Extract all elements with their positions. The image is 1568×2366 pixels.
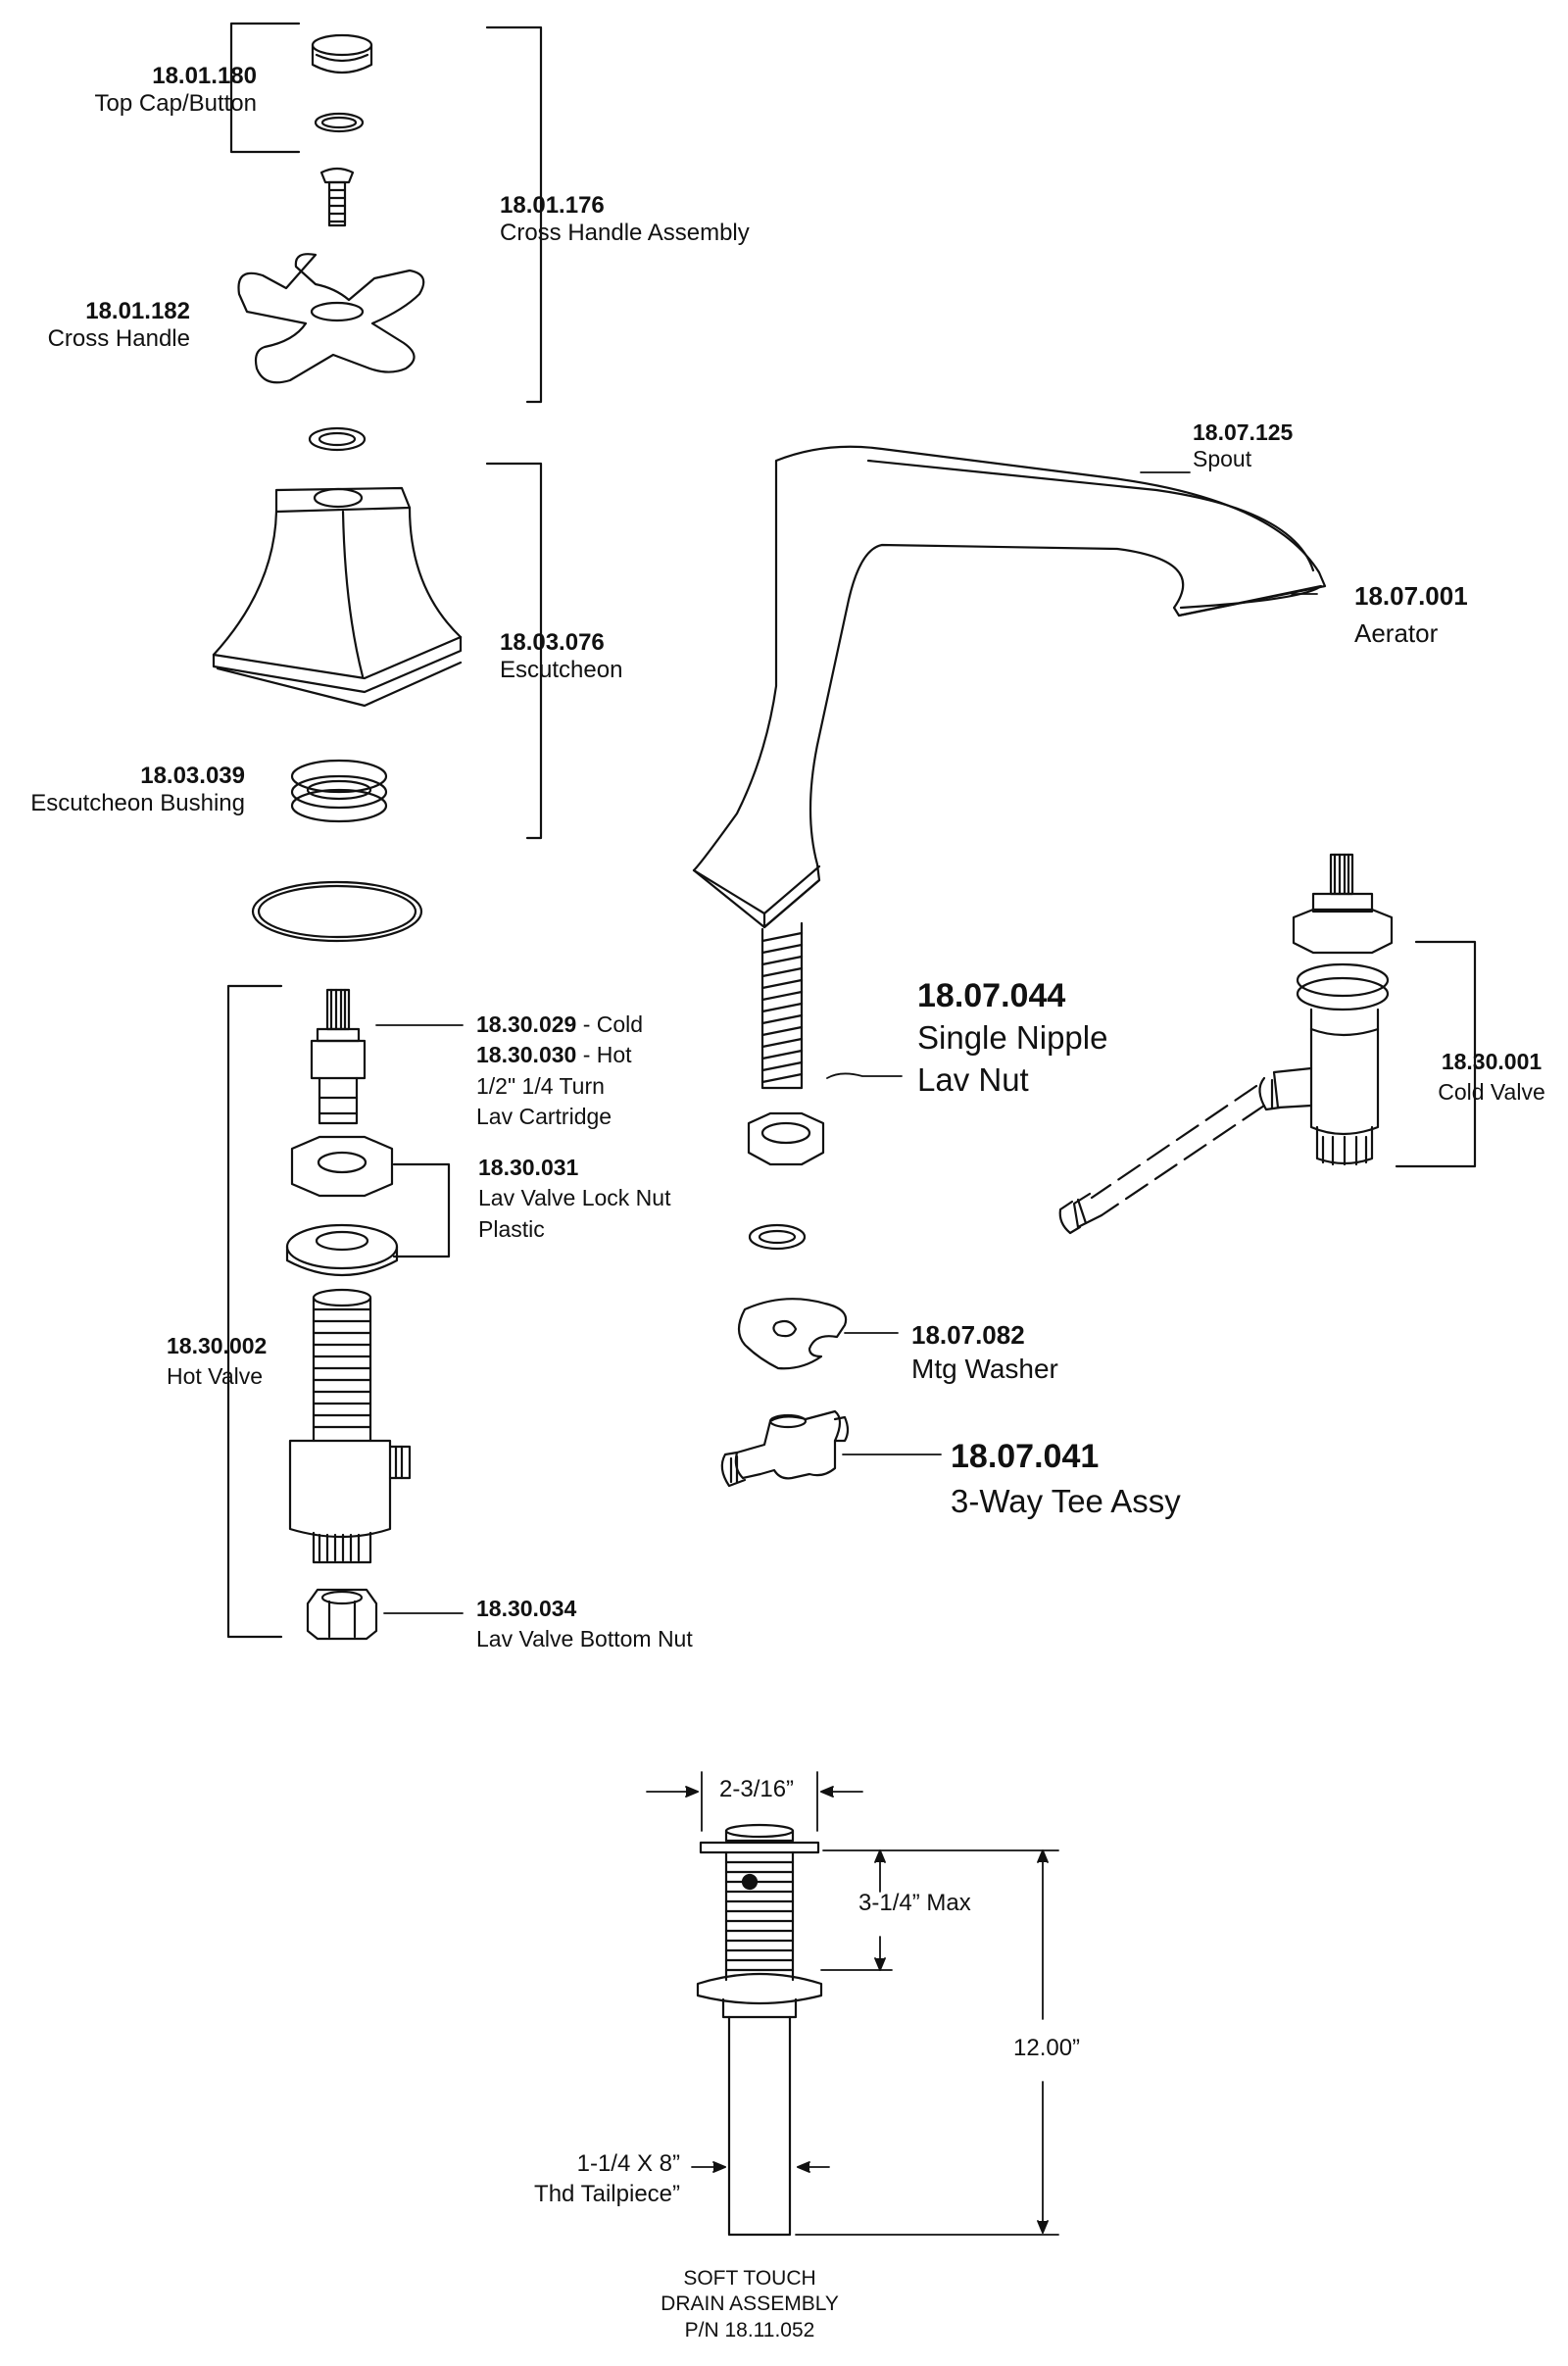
mtg-washer-part	[737, 1298, 848, 1370]
drain-caption: SOFT TOUCH DRAIN ASSEMBLY P/N 18.11.052	[627, 2266, 872, 2343]
lav-nut-type: Single Nipple	[917, 1019, 1108, 1057]
cold-valve-number: 18.30.001	[1441, 1049, 1543, 1074]
lav-nut-number: 18.07.044	[917, 977, 1066, 1014]
cartridge-name: Lav Cartridge	[476, 1103, 612, 1129]
cross-handle-name: Cross Handle	[47, 325, 190, 353]
label-escutcheon-bushing: 18.03.039 Escutcheon Bushing	[30, 763, 245, 818]
drain-height-dim: 12.00”	[1013, 2035, 1081, 2061]
escutcheon-bushing-part	[290, 759, 388, 823]
top-cap-name: Top Cap/Button	[94, 90, 257, 118]
drain-caption-line2: DRAIN ASSEMBLY	[661, 2292, 839, 2316]
handle-screw	[319, 167, 355, 227]
bottom-nut-name: Lav Valve Bottom Nut	[476, 1626, 693, 1652]
label-lav-nut: 18.07.044 Single Nipple Lav Nut	[917, 974, 1107, 1102]
label-cartridge: 18.30.029 - Cold 18.30.030 - Hot 1/2" 1/…	[476, 1010, 643, 1132]
tailpiece-line2: Thd Tailpiece”	[534, 2181, 680, 2208]
cold-valve-name: Cold Valve	[1438, 1079, 1545, 1106]
lock-nut-number: 18.30.031	[478, 1155, 579, 1180]
drain-caption-line1: SOFT TOUCH	[683, 2267, 816, 2290]
spout-nipple-part	[760, 921, 804, 1090]
spout-number: 18.07.125	[1193, 419, 1294, 445]
lock-nut-washer-part	[285, 1223, 399, 1277]
cross-handle-number: 18.01.182	[85, 298, 190, 324]
label-cross-handle: 18.01.182 Cross Handle	[48, 298, 190, 354]
o-ring-handle	[308, 426, 367, 452]
mtg-washer-number: 18.07.082	[911, 1320, 1025, 1350]
label-tee: 18.07.041 3-Way Tee Assy	[951, 1435, 1181, 1523]
lock-nut-part	[290, 1135, 394, 1198]
tailpiece-line1: 1-1/4 X 8”	[576, 2150, 680, 2177]
label-spout: 18.07.125 Spout	[1193, 419, 1293, 472]
o-ring-small	[314, 112, 365, 133]
escutcheon-bushing-number: 18.03.039	[140, 763, 245, 789]
hot-valve-number: 18.30.002	[167, 1333, 268, 1358]
label-top-cap: 18.01.180 Top Cap/Button	[95, 63, 257, 119]
lav-nut-washer	[748, 1223, 807, 1251]
tee-number: 18.07.041	[951, 1438, 1100, 1475]
label-cold-valve: 18.30.001 Cold Valve	[1423, 1047, 1560, 1109]
cold-valve-part	[1058, 853, 1394, 1235]
label-escutcheon: 18.03.076 Escutcheon	[500, 629, 622, 685]
cartridge-cold-suffix: - Cold	[576, 1011, 644, 1037]
bracket-escutcheon	[485, 462, 543, 840]
label-lock-nut: 18.30.031 Lav Valve Lock Nut Plastic	[478, 1153, 670, 1245]
label-hot-valve: 18.30.002 Hot Valve	[167, 1331, 267, 1393]
cartridge-hot-suffix: - Hot	[576, 1042, 632, 1068]
drain-max-dim: 3-1/4” Max	[858, 1890, 971, 1916]
lav-nut-name: Lav Nut	[917, 1061, 1029, 1099]
cross-handle-part	[237, 253, 425, 384]
top-cap-number: 18.01.180	[152, 63, 257, 89]
bracket-hot-valve	[226, 984, 283, 1639]
label-aerator: 18.07.001 Aerator	[1354, 578, 1468, 652]
spout-name: Spout	[1193, 446, 1252, 472]
drain-dimension-lines	[646, 1771, 1059, 2236]
hot-valve-part	[288, 1288, 412, 1564]
top-cap-button-part	[311, 33, 373, 74]
tee-name: 3-Way Tee Assy	[951, 1482, 1181, 1519]
lock-nut-name: Lav Valve Lock Nut	[478, 1185, 671, 1211]
label-cross-handle-assembly: 18.01.176 Cross Handle Assembly	[500, 192, 750, 248]
cartridge-cold-number: 18.30.029	[476, 1011, 577, 1037]
drain-assembly-part	[696, 1823, 823, 2237]
bracket-cold-valve	[1395, 940, 1477, 1168]
cross-handle-assembly-number: 18.01.176	[500, 192, 605, 219]
drain-caption-line3: P/N 18.11.052	[684, 2318, 815, 2341]
hot-valve-name: Hot Valve	[167, 1363, 264, 1390]
bracket-cross-handle-assembly	[485, 25, 543, 404]
aerator-name: Aerator	[1354, 617, 1439, 648]
escutcheon-bushing-name: Escutcheon Bushing	[30, 790, 245, 817]
bottom-nut-number: 18.30.034	[476, 1596, 577, 1621]
bracket-lock-nut	[392, 1162, 451, 1258]
lav-nut-part	[747, 1111, 825, 1166]
lock-nut-material: Plastic	[478, 1215, 545, 1242]
label-bottom-nut: 18.30.034 Lav Valve Bottom Nut	[476, 1594, 693, 1655]
aerator-number: 18.07.001	[1354, 581, 1468, 611]
tee-part	[720, 1409, 850, 1488]
cartridge-part	[310, 988, 367, 1125]
spout-part	[692, 445, 1327, 929]
escutcheon-name: Escutcheon	[500, 657, 623, 684]
large-o-ring	[251, 880, 423, 943]
drain-tailpiece-label: 1-1/4 X 8” Thd Tailpiece”	[534, 2148, 680, 2209]
bracket-top-cap	[229, 22, 301, 154]
drain-width-dim: 2-3/16”	[719, 1776, 795, 1802]
escutcheon-number: 18.03.076	[500, 629, 605, 656]
label-mtg-washer: 18.07.082 Mtg Washer	[911, 1319, 1058, 1386]
escutcheon-part	[212, 486, 463, 708]
cartridge-size: 1/2" 1/4 Turn	[476, 1072, 605, 1099]
leader-lines	[375, 471, 1318, 1614]
cartridge-hot-number: 18.30.030	[476, 1042, 577, 1068]
mtg-washer-name: Mtg Washer	[911, 1353, 1058, 1384]
bottom-nut-part	[306, 1588, 378, 1641]
cross-handle-assembly-name: Cross Handle Assembly	[500, 220, 750, 247]
